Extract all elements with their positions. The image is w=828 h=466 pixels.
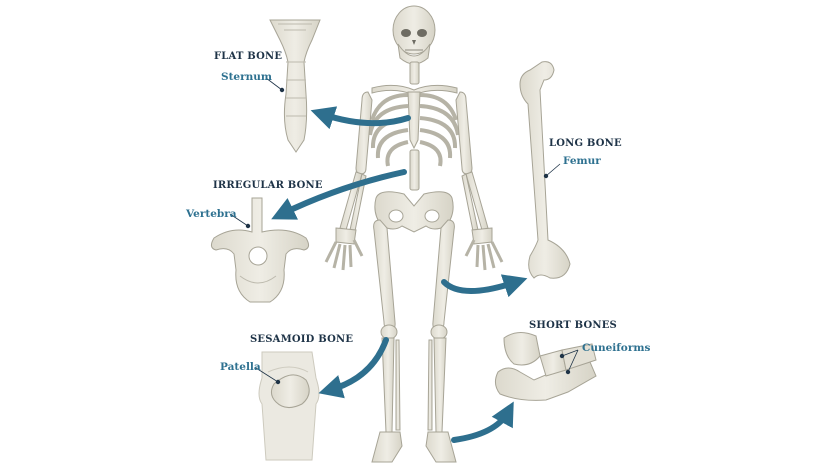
left-knee bbox=[380, 324, 398, 340]
ribcage bbox=[368, 93, 460, 167]
long-bone-title: LONG BONE bbox=[549, 138, 622, 149]
vertebra-illustration bbox=[210, 197, 310, 303]
left-foot bbox=[371, 431, 403, 463]
clavicles bbox=[371, 84, 458, 96]
sternum-illustration bbox=[269, 19, 321, 153]
left-femur bbox=[373, 219, 396, 331]
right-fibula bbox=[427, 339, 433, 431]
sternum-label: Sternum bbox=[221, 71, 273, 83]
vertebra-label: Vertebra bbox=[186, 208, 237, 220]
short-bones-illustration bbox=[494, 332, 597, 401]
right-tibia bbox=[433, 337, 447, 433]
left-fibula bbox=[395, 339, 401, 431]
spine bbox=[409, 61, 420, 191]
skull bbox=[392, 5, 436, 65]
right-femur bbox=[432, 219, 455, 331]
irregular-bone-title: IRREGULAR BONE bbox=[213, 180, 323, 191]
arrow-to-cuneiforms bbox=[451, 401, 514, 443]
pelvis bbox=[374, 191, 454, 233]
patella-illustration bbox=[258, 351, 320, 461]
arrow-to-patella bbox=[318, 337, 389, 399]
right-knee bbox=[430, 324, 448, 340]
arrow-to-vertebra bbox=[271, 169, 407, 220]
flat-bone-title: FLAT BONE bbox=[214, 51, 283, 62]
leader-lines bbox=[229, 77, 579, 385]
skeleton-figure bbox=[324, 5, 504, 463]
right-hand bbox=[464, 227, 504, 271]
cuneiforms-label: Cuneiforms bbox=[582, 342, 651, 354]
left-hand bbox=[324, 227, 364, 271]
arrow-to-femur bbox=[441, 274, 528, 298]
arrow-to-sternum bbox=[310, 106, 411, 130]
femur-label: Femur bbox=[563, 155, 601, 167]
sesamoid-bone-title: SESAMOID BONE bbox=[250, 334, 354, 345]
arrows bbox=[271, 106, 528, 443]
patella-label: Patella bbox=[220, 361, 261, 373]
skeleton-sternum bbox=[407, 91, 421, 150]
short-bones-title: SHORT BONES bbox=[529, 320, 617, 331]
femur-illustration bbox=[519, 61, 571, 279]
right-foot bbox=[425, 431, 457, 463]
